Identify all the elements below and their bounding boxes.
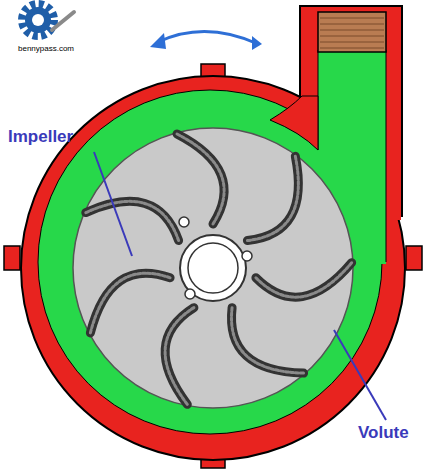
impeller-eye <box>180 235 246 301</box>
gear-hole <box>32 14 44 26</box>
gear-body <box>25 7 51 33</box>
vane <box>177 134 224 224</box>
impeller-disc <box>73 128 353 408</box>
arrow-head <box>150 33 166 49</box>
balance-hole <box>179 217 189 227</box>
vane <box>222 292 303 394</box>
vane <box>145 303 226 405</box>
leader-line <box>94 152 132 256</box>
vane <box>253 243 351 309</box>
watermark: bennypass.com <box>18 45 74 53</box>
volute-tongue <box>270 96 318 150</box>
vane <box>86 176 186 269</box>
bolt <box>406 246 422 270</box>
balance-hole <box>242 251 252 261</box>
logo <box>22 4 74 36</box>
vane <box>225 156 325 249</box>
wrench <box>52 12 74 30</box>
arrow-tail <box>252 36 262 50</box>
outlet-flange <box>318 12 386 52</box>
vane <box>80 267 178 333</box>
flange-threads <box>320 18 384 48</box>
part-label: Volute <box>358 424 409 441</box>
outlet-wall <box>386 50 387 262</box>
gear-teeth <box>22 4 54 36</box>
balance-hole <box>185 289 195 299</box>
rotation-arrow <box>158 31 258 44</box>
leader-line <box>334 330 386 420</box>
impeller-vanes <box>80 134 352 404</box>
part-label: Impeller <box>8 128 73 145</box>
impeller-hub <box>188 243 238 293</box>
bolt <box>4 246 20 270</box>
